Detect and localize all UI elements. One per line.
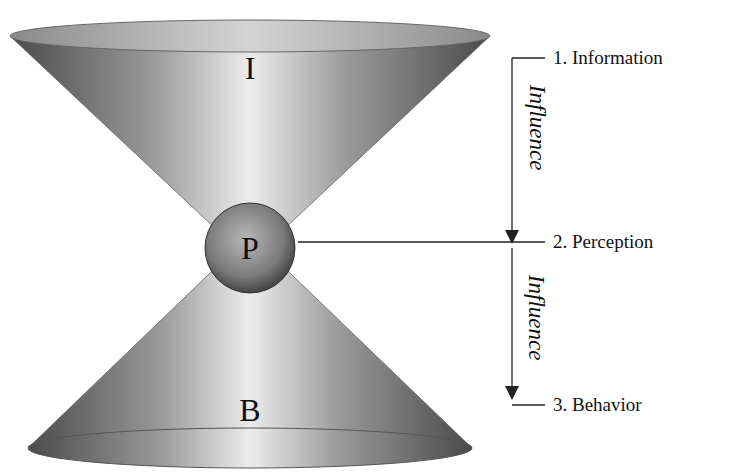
level-label: 3. Behavior <box>553 395 642 416</box>
level-label: 2. Perception <box>553 232 653 253</box>
node-letter: P <box>241 232 259 264</box>
node-letter: B <box>239 394 260 426</box>
arrow-shaft <box>511 248 512 390</box>
leader-line <box>298 241 545 242</box>
arrow-head <box>505 230 519 244</box>
level-label: 1. Information <box>553 48 663 69</box>
arrow-shaft <box>511 58 512 234</box>
arrow-head <box>505 386 519 400</box>
influence-label: Influence <box>524 275 549 361</box>
influence-label: Influence <box>525 85 550 171</box>
tick-line <box>512 57 545 58</box>
tick-line <box>512 404 545 405</box>
perception-circle: P <box>204 202 296 294</box>
node-letter: I <box>245 52 256 84</box>
